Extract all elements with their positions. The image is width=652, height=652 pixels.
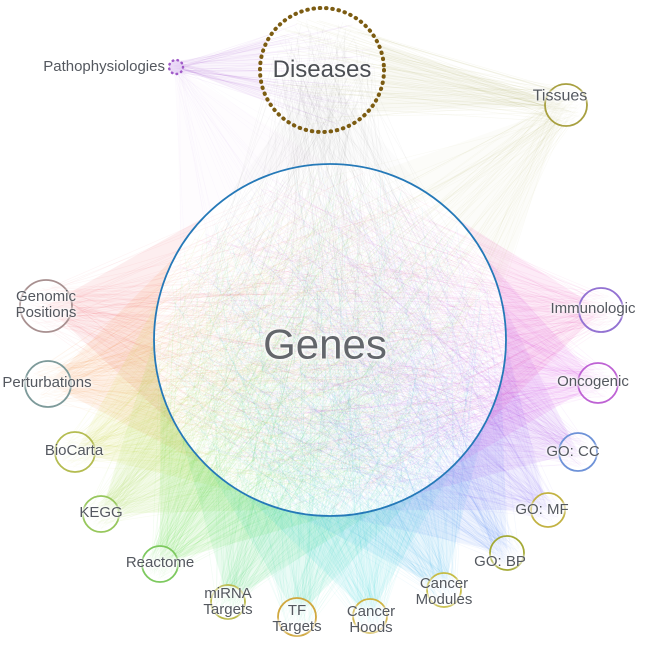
edge-wedge [101,340,283,514]
edge-wedge [207,466,420,617]
edge-bundle-go_mf--genes [178,170,563,524]
edge-wedge [451,257,598,468]
edge-wedge [179,431,379,602]
node-pathophysiologies[interactable] [167,58,185,76]
edge-wedge [75,298,245,494]
node-cancer_modules[interactable] [426,572,462,608]
edge-wedge [367,42,566,112]
edge-bundle-diseases--genes [161,20,499,508]
edge-bundle-perturbations--genes [29,180,480,507]
edge-bundle-go_bp--genes [162,177,521,567]
node-oncogenic[interactable] [577,362,619,404]
node-go_cc[interactable] [558,432,598,472]
edge-bundle-biocarta--genes [59,170,484,499]
edge-wedge [413,300,578,495]
edge-bundle-genomic_positions--genes [27,172,497,504]
node-biocarta[interactable] [54,431,96,473]
edge-wedge [375,342,548,511]
edge-wedge [48,256,208,467]
edge-wedge [457,218,601,431]
node-mirna_targets[interactable] [210,584,246,620]
node-genomic_positions[interactable] [19,279,73,333]
node-go_mf[interactable] [530,492,566,528]
node-cancer_hoods[interactable] [352,598,388,634]
edge-wedge [160,387,331,564]
node-tissues[interactable] [544,83,588,127]
node-tf_targets[interactable] [277,597,317,637]
node-immunologic[interactable] [578,287,624,333]
edge-bundle-mirna_targets--genes [172,171,475,616]
node-go_bp[interactable] [489,535,525,571]
edge-bundle-pathophysiologies--diseases [171,23,376,127]
edge-wedge [244,463,456,616]
edge-wedge [46,217,204,430]
edge-bundle-kegg--genes [86,177,486,530]
edge-bundle-cancer_hoods--genes [164,176,499,631]
edge-bundle-oncogenic--genes [180,176,614,491]
node-perturbations[interactable] [24,360,72,408]
node-reactome[interactable] [141,545,179,583]
edge-bundle-tissues--diseases [267,19,580,125]
edge-bundle-tf_targets--genes [170,180,490,633]
edge-bundle-go_cc--genes [167,179,594,505]
edge-bundle-tissues--genes [160,88,584,511]
node-diseases[interactable] [258,6,386,134]
node-kegg[interactable] [82,495,120,533]
edge-bundle-reactome--genes [144,171,494,579]
node-genes[interactable] [153,163,507,517]
edge-wedge [176,36,270,102]
